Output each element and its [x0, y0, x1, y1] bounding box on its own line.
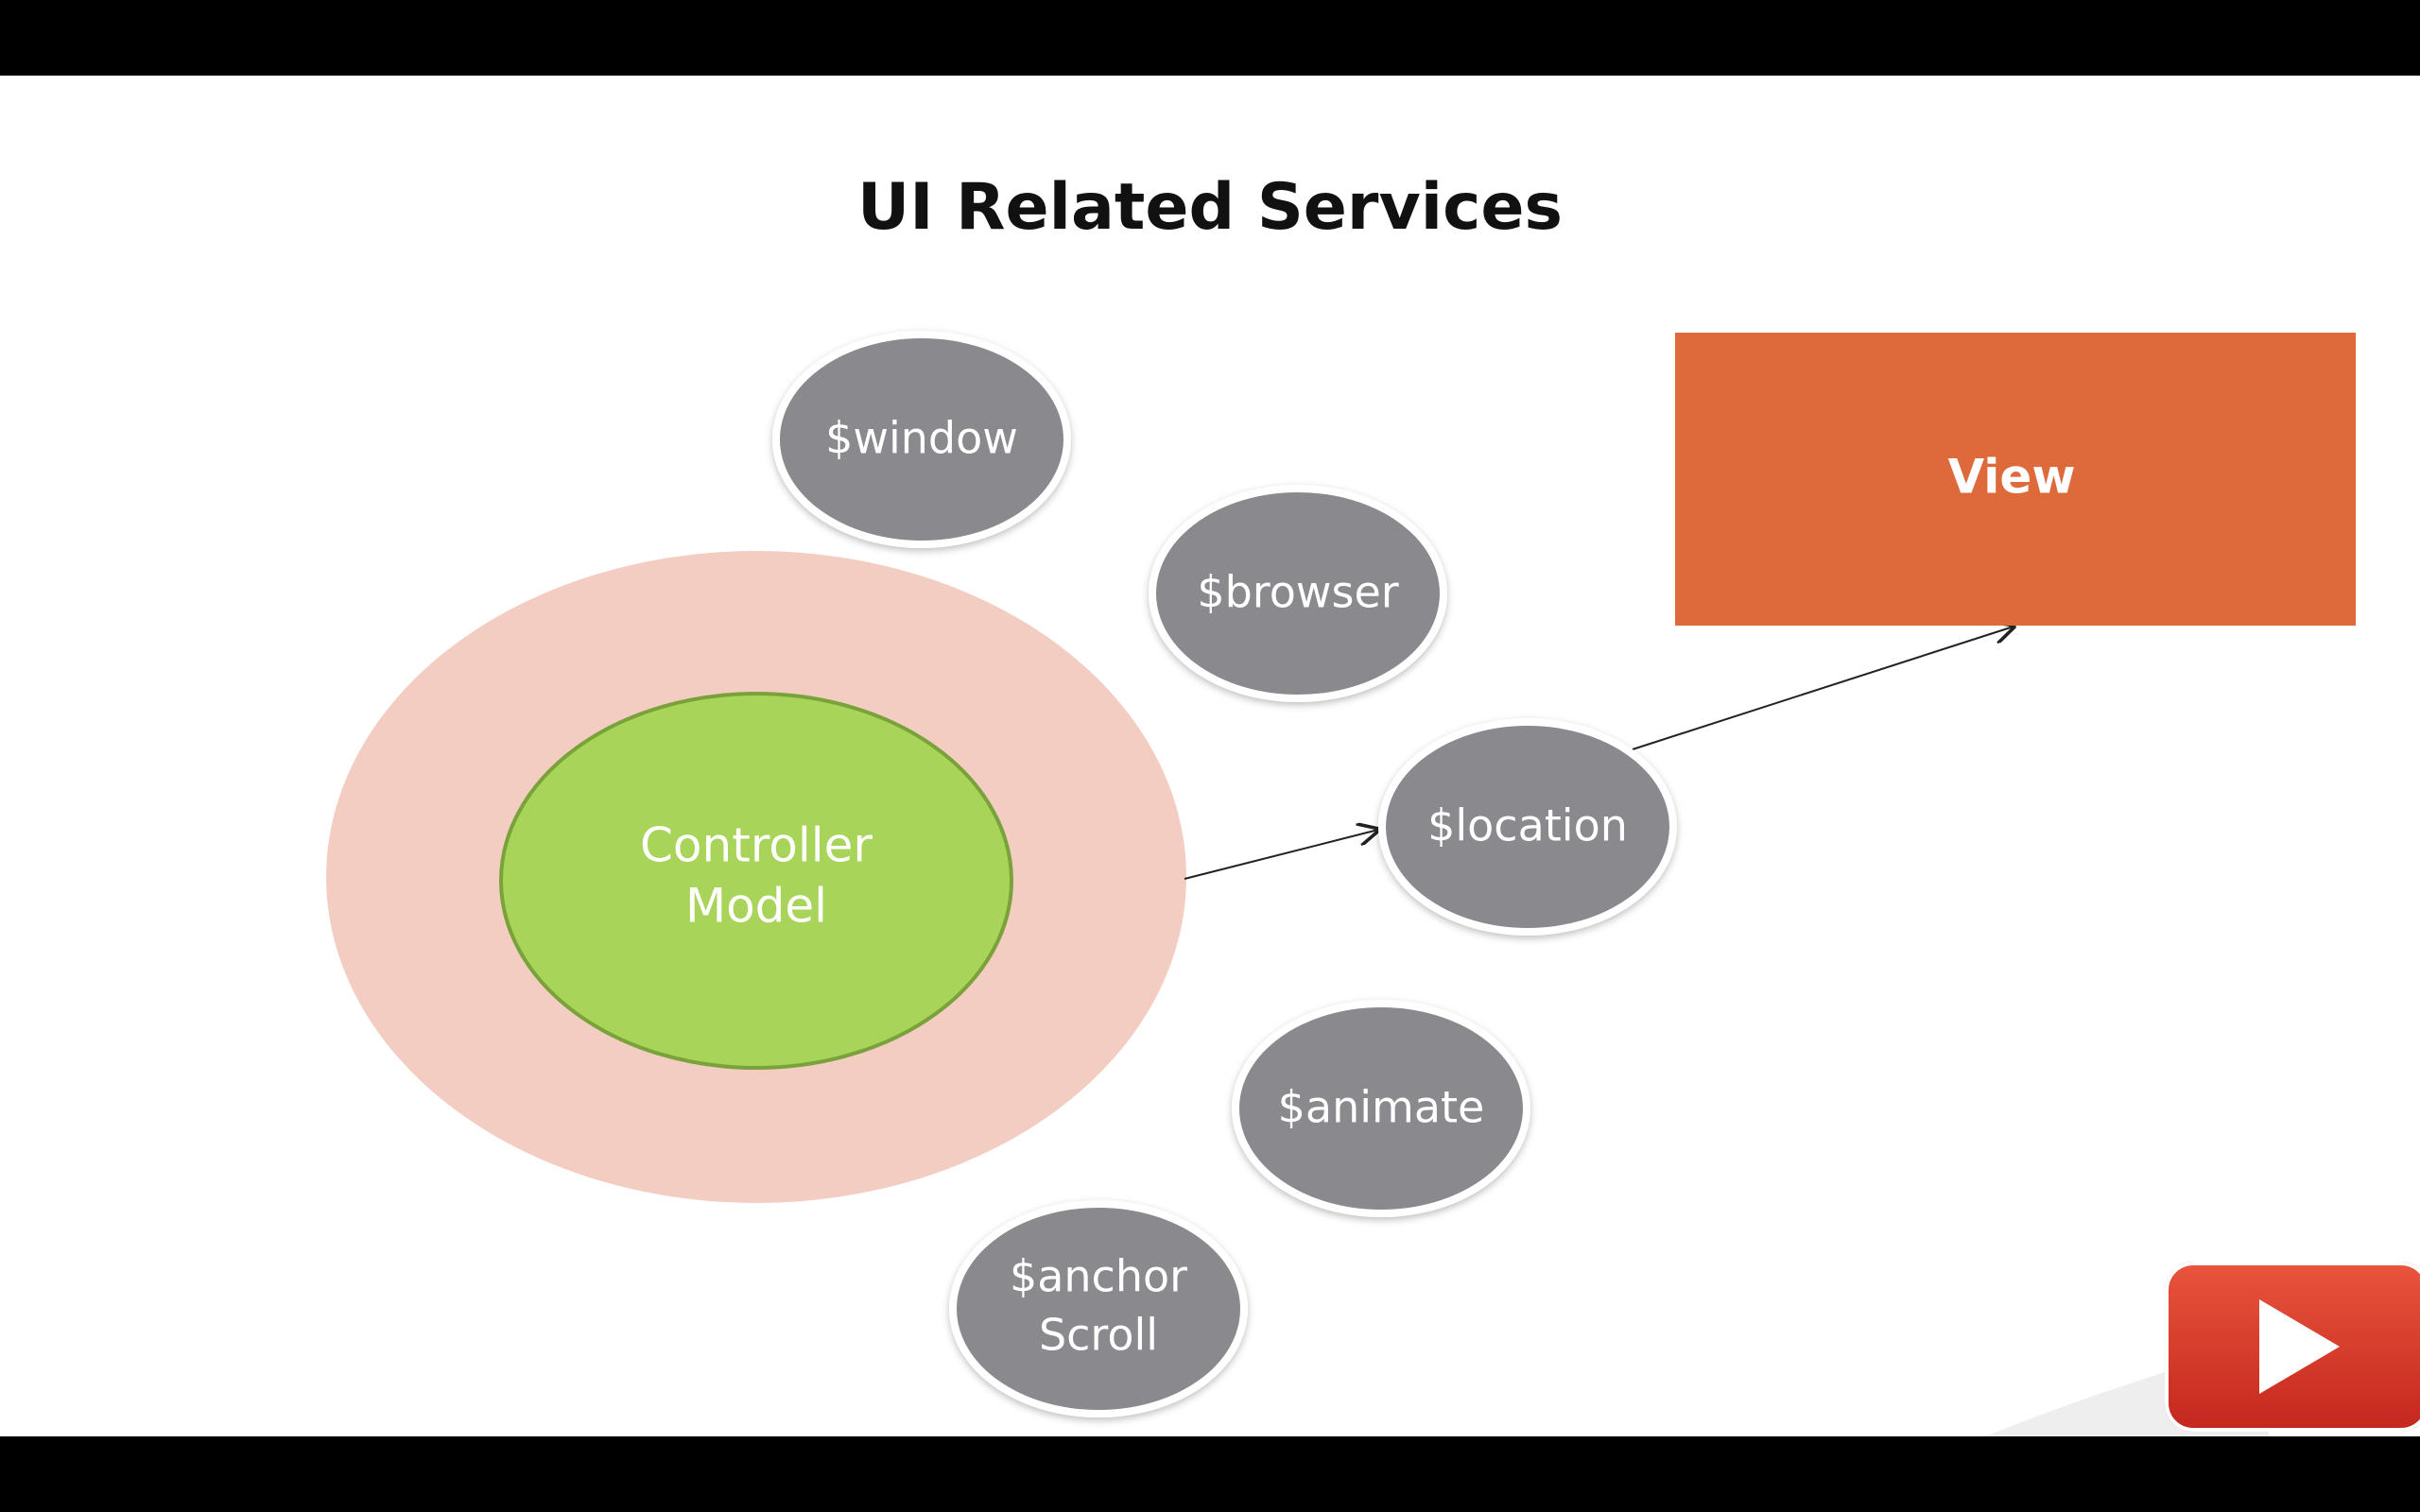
controller-model-node	[499, 692, 1013, 1070]
service-node-location: $location	[1378, 718, 1677, 936]
play-button[interactable]	[2165, 1262, 2420, 1432]
service-label-window: $window	[825, 413, 1018, 464]
service-label-browser: $browser	[1197, 567, 1398, 618]
arrow-location-to-view	[1632, 627, 2014, 750]
service-node-window: $window	[772, 331, 1071, 548]
play-icon	[2259, 1299, 2340, 1394]
service-label-scroll: Scroll	[1039, 1310, 1158, 1361]
controller-label: Controller	[640, 818, 873, 873]
arrow-controller-to-location	[1184, 830, 1378, 880]
view-label: View	[1947, 450, 2075, 505]
service-node-browser: $browser	[1149, 485, 1447, 702]
service-node-anchorscroll: $anchor Scroll	[949, 1200, 1248, 1418]
services-diagram: Controller Model $window $browser $	[326, 331, 2356, 1418]
view-node	[1675, 333, 2356, 626]
service-label-animate: $animate	[1278, 1082, 1485, 1133]
slide: UI Related Services Controller Model	[0, 76, 2420, 1436]
service-node-animate: $animate	[1232, 1000, 1530, 1217]
service-label-anchor: $anchor	[1010, 1251, 1187, 1302]
slide-title: UI Related Services	[856, 170, 1563, 245]
service-label-location: $location	[1427, 800, 1628, 851]
model-label: Model	[685, 879, 827, 934]
